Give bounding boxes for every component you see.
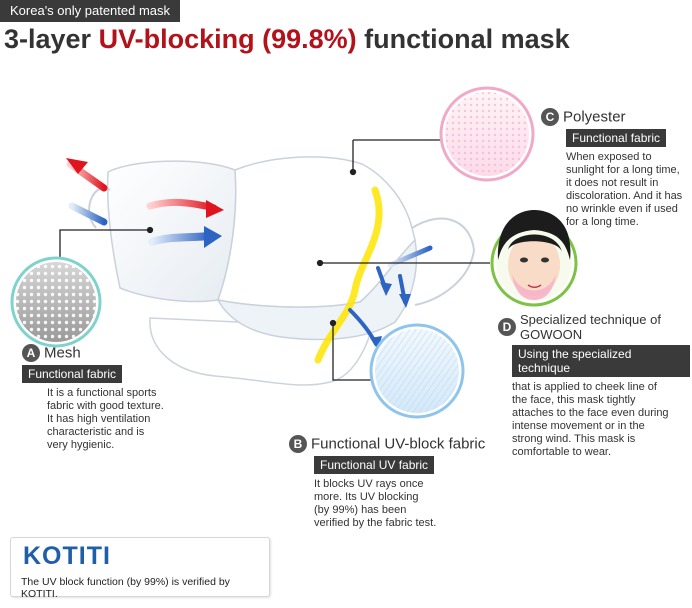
layer-c-desc-line: no wrinkle even if used: [566, 203, 678, 216]
layer-d-name-line: GOWOON: [520, 327, 583, 342]
layer-a-tag: Functional fabric: [22, 365, 123, 384]
mesh-swatch-icon: [10, 256, 102, 348]
face-icon: [490, 210, 578, 307]
layer-c-desc-line: sunlight for a long time,: [566, 164, 680, 177]
layer-d-tag: Using the specialized technique: [512, 345, 690, 377]
layer-b-tag: Functional UV fabric: [314, 456, 435, 475]
layer-b-desc-line: (by 99%) has been: [314, 504, 407, 517]
blue-arrow-icon: [68, 202, 433, 350]
polyester-swatch-icon: [439, 86, 535, 182]
badge-a-icon: A: [22, 344, 40, 362]
title-highlight: UV-blocking (99.8%): [98, 24, 357, 54]
title-prefix: 3-layer: [4, 24, 99, 54]
layer-d-desc-line: attaches to the face even during: [512, 407, 669, 419]
badge-b-icon: B: [289, 435, 307, 453]
layer-b-desc-line: It blocks UV rays once: [314, 478, 424, 491]
mask-illustration: [10, 86, 578, 419]
tagline-badge: Korea's only patented mask: [0, 0, 181, 22]
layer-d-desc-line: strong wind. This mask is: [512, 433, 636, 445]
layer-c-name: Polyester: [563, 108, 626, 126]
uv-ray-icon: [314, 186, 383, 364]
uv-swatch-icon: [369, 323, 465, 419]
layer-c-desc: When exposed to sunlight for a long time…: [566, 151, 691, 229]
title-suffix: functional mask: [356, 24, 570, 54]
layer-a-desc-line: characteristic and is: [47, 426, 145, 439]
layer-c-tag: Functional fabric: [566, 129, 667, 148]
layer-a-desc-line: very hygienic.: [47, 439, 115, 452]
tagline-text: Korea's only patented mask: [10, 3, 171, 18]
layer-d-name-line: Specialized technique of: [520, 312, 661, 327]
layer-d-name: Specialized technique of GOWOON: [520, 312, 661, 342]
layer-a-desc: It is a functional sports fabric with go…: [47, 387, 172, 452]
kotiti-logo: KOTITI: [23, 542, 111, 570]
layer-b-desc: It blocks UV rays once more. Its UV bloc…: [314, 478, 509, 530]
layer-d-label: D Specialized technique of GOWOON Using …: [498, 312, 690, 459]
layer-d-desc-line: intense movement or in the: [512, 420, 645, 432]
page-title: 3-layer UV-blocking (99.8%) functional m…: [4, 24, 570, 55]
badge-c-icon: C: [541, 108, 559, 126]
layer-a-name: Mesh: [44, 344, 81, 362]
layer-c-desc-line: When exposed to: [566, 151, 652, 164]
mask-icon: [88, 156, 476, 386]
badge-d-icon: D: [498, 318, 516, 336]
layer-c-desc-line: discoloration. And it has: [566, 190, 683, 203]
layer-d-desc: that is applied to cheek line of the fac…: [512, 381, 690, 459]
layer-d-desc-line: comfortable to wear.: [512, 446, 612, 458]
layer-a-desc-line: It is a functional sports: [47, 387, 157, 400]
layer-b-desc-line: verified by the fabric test.: [314, 517, 437, 530]
red-arrow-icon: [66, 158, 224, 218]
layer-c-desc-line: for a long time.: [566, 216, 639, 229]
layer-d-desc-line: the face, this mask tightly: [512, 394, 636, 406]
layer-b-name: Functional UV-block fabric: [311, 435, 486, 453]
layer-a-desc-line: It has high ventilation: [47, 413, 151, 426]
layer-b-desc-line: more. Its UV blocking: [314, 491, 419, 504]
kotiti-certification-box: KOTITI The UV block function (by 99%) is…: [10, 537, 270, 600]
layer-a-desc-line: fabric with good texture.: [47, 400, 164, 413]
layer-d-desc-line: that is applied to cheek line of: [512, 381, 657, 393]
layer-c-desc-line: it does not result in: [566, 177, 659, 190]
kotiti-text: The UV block function (by 99%) is verifi…: [21, 576, 230, 600]
